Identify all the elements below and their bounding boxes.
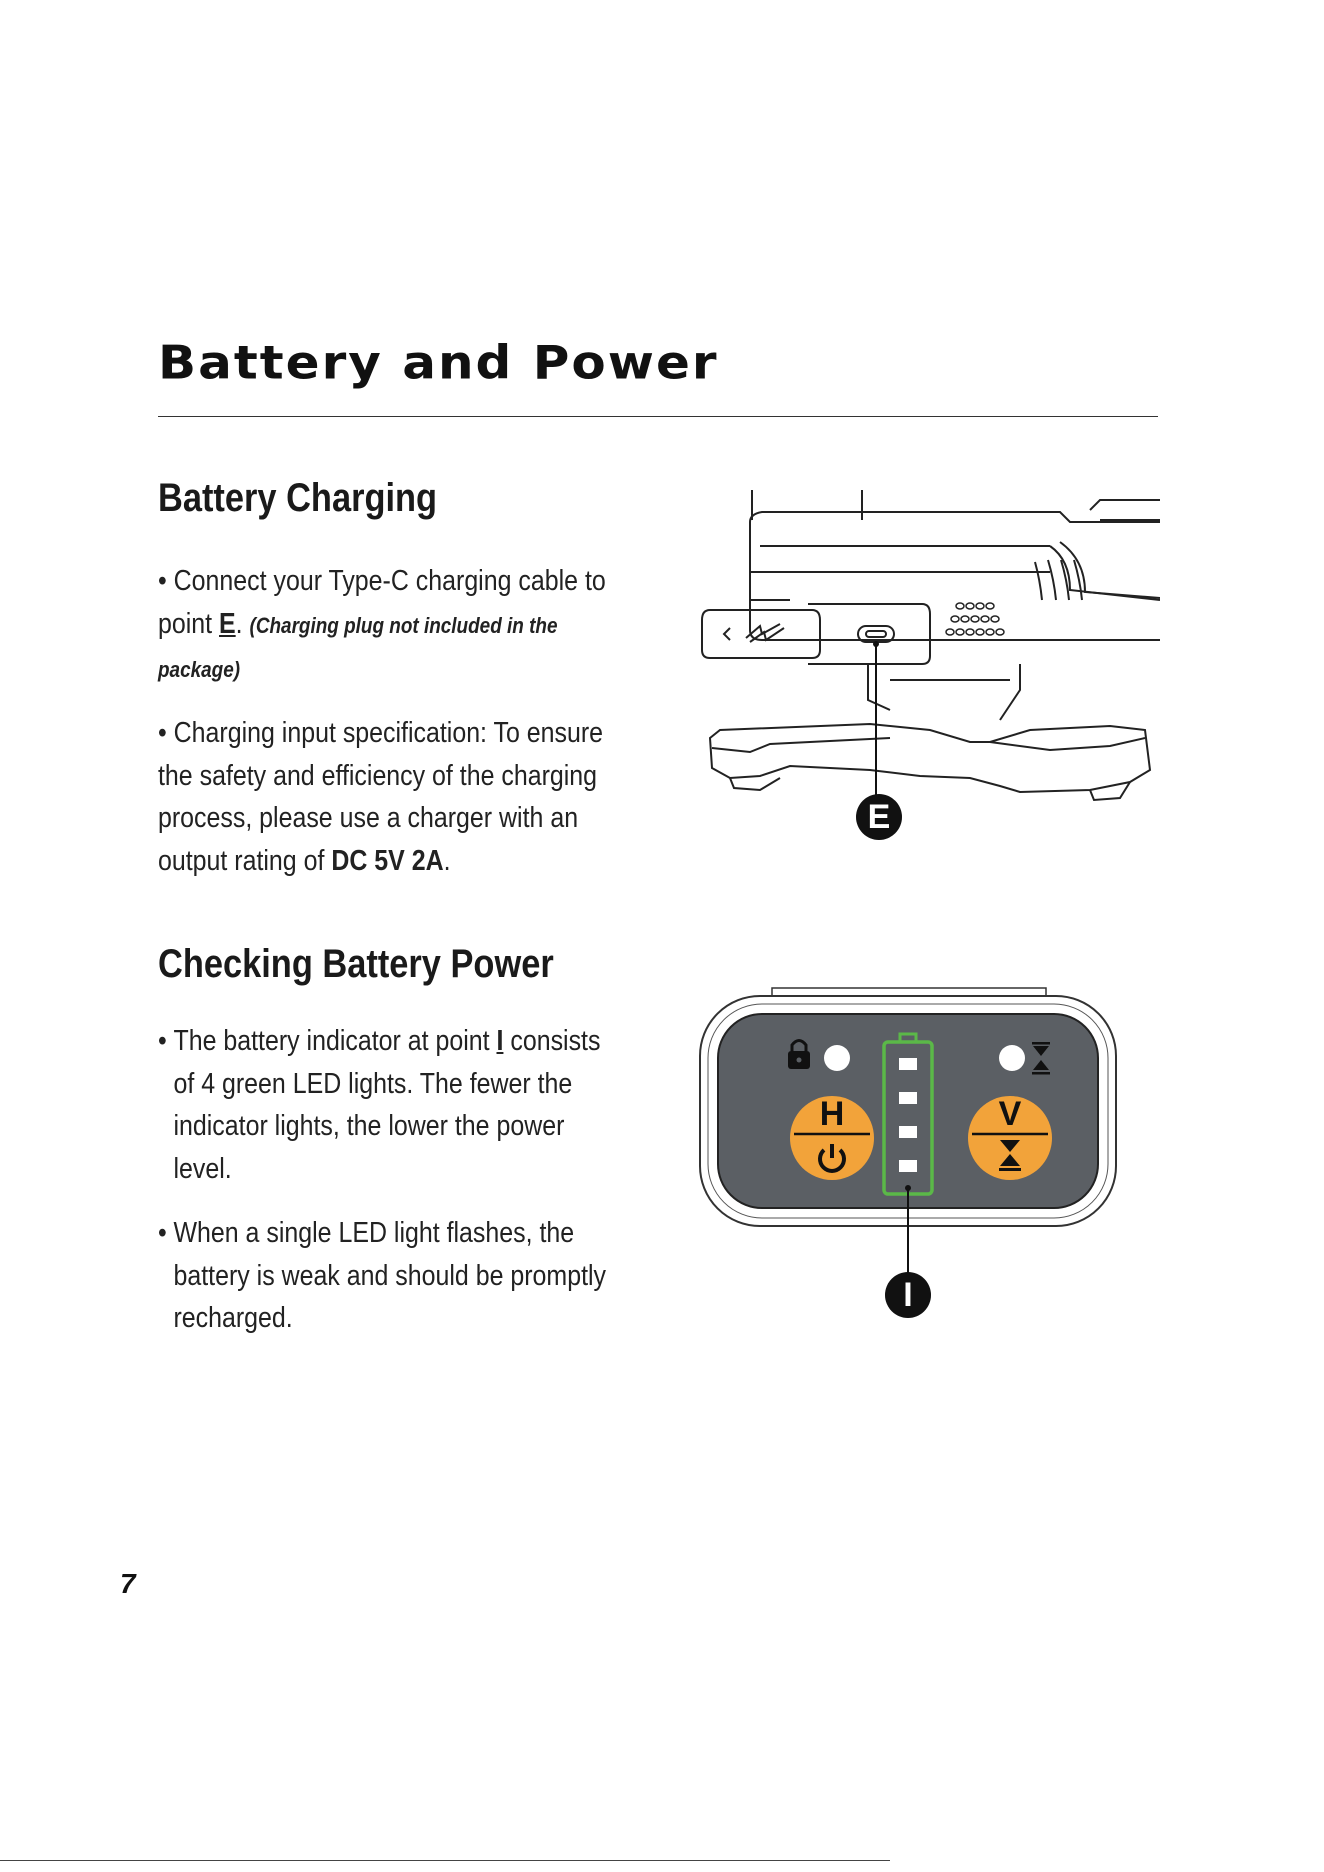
callout-e: E (856, 794, 902, 840)
checking-paragraph-1: • The battery indicator at point I consi… (158, 1025, 601, 1185)
point-i-ref: I (496, 1025, 504, 1057)
callout-i: I (885, 1272, 931, 1318)
charging-paragraph-2: • Charging input specification: To ensur… (158, 717, 603, 877)
battery-led-2 (899, 1126, 917, 1138)
section-heading-checking-battery: Checking Battery Power (158, 942, 554, 986)
vertical-compress-icon-button (999, 1140, 1021, 1171)
v-button-label: V (998, 1095, 1022, 1133)
lock-icon (788, 1039, 810, 1069)
charging-p2-suffix: . (443, 844, 451, 877)
lock-indicator-led (824, 1045, 850, 1071)
power-icon (818, 1144, 846, 1173)
checking-p1-prefix: The battery indicator at point (173, 1025, 497, 1057)
battery-led-3 (899, 1092, 917, 1104)
charging-spec: DC 5V 2A (331, 844, 444, 877)
page-number: 7 (120, 1568, 136, 1599)
laser-indicator-led (999, 1045, 1025, 1071)
checking-paragraph-2: • When a single LED light flashes, the b… (158, 1212, 622, 1340)
section-heading-battery-charging: Battery Charging (158, 476, 438, 520)
page-title: Battery and Power (158, 336, 719, 390)
checking-p2: When a single LED light flashes, the bat… (173, 1217, 607, 1334)
checking-p1-suffix: consists of 4 green LED lights. The fewe… (173, 1025, 601, 1185)
charging-p1-prefix: Connect your Type-C charging cable to po… (158, 565, 606, 640)
footer-rule (0, 1860, 890, 1861)
v-laser-button[interactable] (968, 1096, 1052, 1180)
device-port-illustration (701, 490, 1160, 810)
charging-p1-suffix: . (235, 607, 250, 640)
battery-led-4 (899, 1058, 917, 1070)
vertical-compress-icon (1032, 1042, 1050, 1075)
battery-led-1 (899, 1160, 917, 1172)
h-power-button[interactable] (790, 1096, 874, 1180)
usb-charge-icon (745, 623, 785, 643)
title-divider (158, 416, 1158, 417)
charging-plug-note: (Charging plug not included in the packa… (158, 612, 558, 683)
control-panel-illustration (699, 987, 1117, 1274)
point-e-ref: E (219, 607, 236, 640)
charging-paragraph-1: • Connect your Type-C charging cable to … (158, 565, 606, 683)
h-button-label: H (819, 1095, 845, 1133)
charging-p2-prefix: Charging input specification: To ensure … (158, 717, 603, 877)
